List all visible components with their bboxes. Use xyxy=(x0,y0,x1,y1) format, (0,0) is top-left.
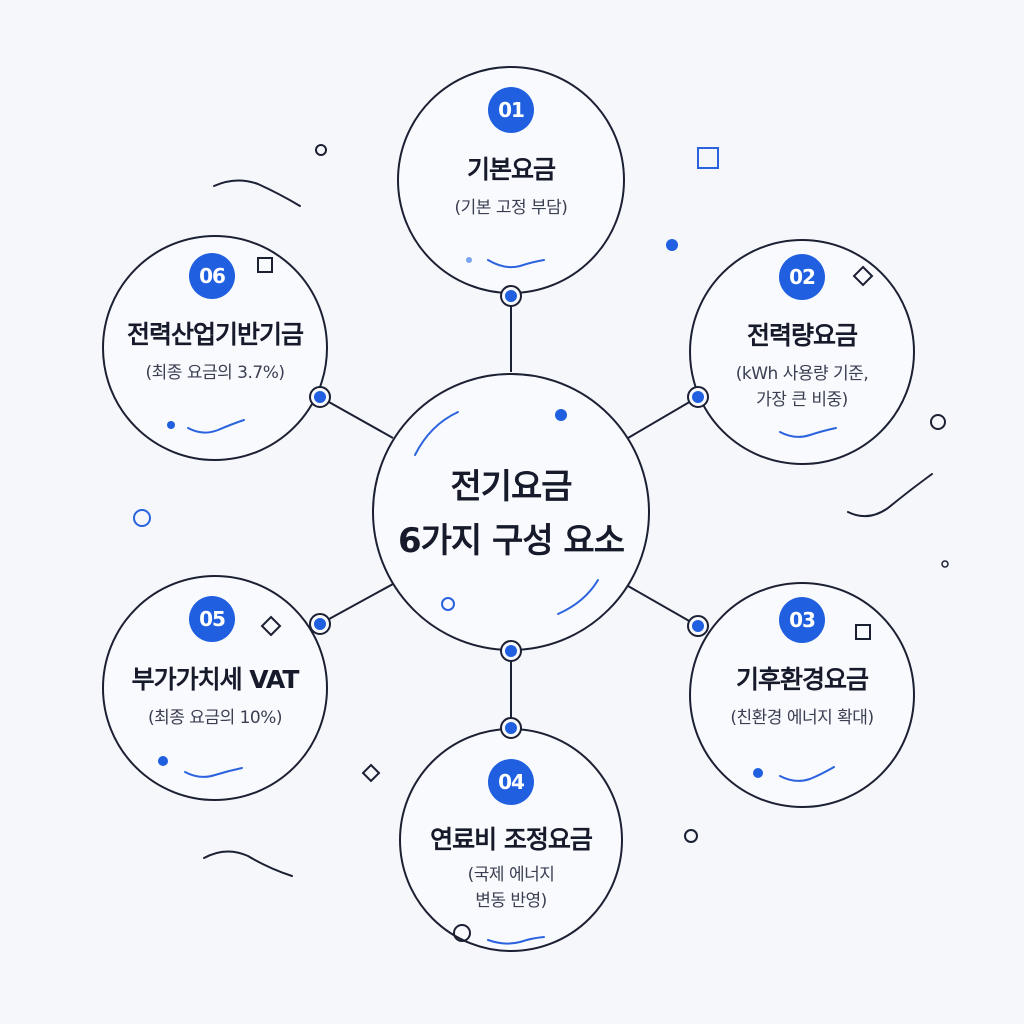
joint-dot xyxy=(500,717,522,739)
joint-dot xyxy=(309,386,331,408)
connector-joints xyxy=(309,285,709,739)
number-badge-03: 03 xyxy=(779,597,825,643)
wave-icon xyxy=(487,936,545,945)
center-title-line-2: 6가지 구성 요소 xyxy=(397,521,625,561)
joint-dot xyxy=(687,615,709,637)
small-circle-icon xyxy=(684,829,698,843)
node-title-06: 전력산업기반기금 xyxy=(126,320,304,349)
joint-dot xyxy=(500,285,522,307)
node-title-01: 기본요금 xyxy=(466,155,556,184)
square-icon xyxy=(257,257,273,273)
node-subtitle-02: (kWh 사용량 기준, 가장 큰 비중) xyxy=(687,361,917,413)
wave-icon xyxy=(414,411,459,456)
small-circle-icon xyxy=(315,144,327,156)
wave-icon xyxy=(779,766,835,782)
wave-icon xyxy=(203,850,293,877)
joint-dot xyxy=(687,386,709,408)
wave-icon xyxy=(213,179,301,207)
small-circle-icon xyxy=(133,509,151,527)
node-subtitle-line: (kWh 사용량 기준, xyxy=(735,364,869,384)
number-badge-05: 05 xyxy=(189,596,235,642)
wave-icon xyxy=(557,579,599,615)
number-badge-06: 06 xyxy=(189,253,235,299)
connector-05 xyxy=(319,583,394,625)
node-title-02: 전력량요금 xyxy=(746,321,858,350)
node-decorations xyxy=(184,259,837,945)
center-title-line-1: 전기요금 xyxy=(450,467,572,507)
diamond-icon xyxy=(260,615,282,637)
small-circle-icon xyxy=(441,597,455,611)
dot-icon xyxy=(167,421,175,429)
joint-dot xyxy=(309,613,331,635)
number-badge-02: 02 xyxy=(779,254,825,300)
diamond-icon xyxy=(852,265,874,287)
node-title-04: 연료비 조정요금 xyxy=(430,825,593,854)
node-subtitle-line: (국제 에너지 xyxy=(467,865,555,885)
node-subtitle-line: 가장 큰 비중) xyxy=(756,390,848,410)
dot-icon xyxy=(158,756,168,766)
node-subtitle-line: (기본 고정 부담) xyxy=(454,198,568,218)
connector-03 xyxy=(627,585,699,627)
wave-icon xyxy=(187,419,245,434)
dot-icon xyxy=(753,768,763,778)
wave-icon xyxy=(779,427,837,438)
node-subtitle-01: (기본 고정 부담) xyxy=(396,195,626,221)
connector-06 xyxy=(319,396,394,439)
node-circle-05 xyxy=(102,575,328,801)
node-circles xyxy=(102,66,915,952)
joint-dot xyxy=(500,640,522,662)
wave-icon xyxy=(847,473,933,518)
dot-icon xyxy=(555,409,567,421)
wave-icon xyxy=(184,767,243,778)
background-decorations xyxy=(133,144,949,877)
connectors xyxy=(319,296,699,728)
node-circle-02 xyxy=(689,239,915,465)
square-icon xyxy=(855,624,871,640)
node-title-03: 기후환경요금 xyxy=(735,665,869,694)
node-subtitle-04: (국제 에너지 변동 반영) xyxy=(396,862,626,914)
node-subtitle-06: (최종 요금의 3.7%) xyxy=(100,360,330,386)
center-title: 전기요금 6가지 구성 요소 xyxy=(361,460,661,568)
number-badge-04: 04 xyxy=(488,759,534,805)
node-subtitle-05: (최종 요금의 10%) xyxy=(100,705,330,731)
node-circle-06 xyxy=(102,235,328,461)
small-circle-icon xyxy=(941,560,949,568)
number-badge-01: 01 xyxy=(488,87,534,133)
wave-icon xyxy=(487,259,545,269)
node-subtitle-line: (친환경 에너지 확대) xyxy=(730,708,874,728)
small-circle-icon xyxy=(930,414,946,430)
node-title-05: 부가가치세 VAT xyxy=(131,665,300,694)
node-subtitle-03: (친환경 에너지 확대) xyxy=(687,705,917,731)
square-icon xyxy=(697,147,719,169)
node-subtitle-line: 변동 반영) xyxy=(475,891,547,911)
diamond-icon xyxy=(361,763,381,783)
dot-icon xyxy=(466,257,472,263)
connector-02 xyxy=(627,396,699,439)
dot-icon xyxy=(666,239,678,251)
small-circle-icon xyxy=(453,924,471,942)
node-subtitle-line: (최종 요금의 10%) xyxy=(147,708,283,728)
node-subtitle-line: (최종 요금의 3.7%) xyxy=(145,363,285,383)
